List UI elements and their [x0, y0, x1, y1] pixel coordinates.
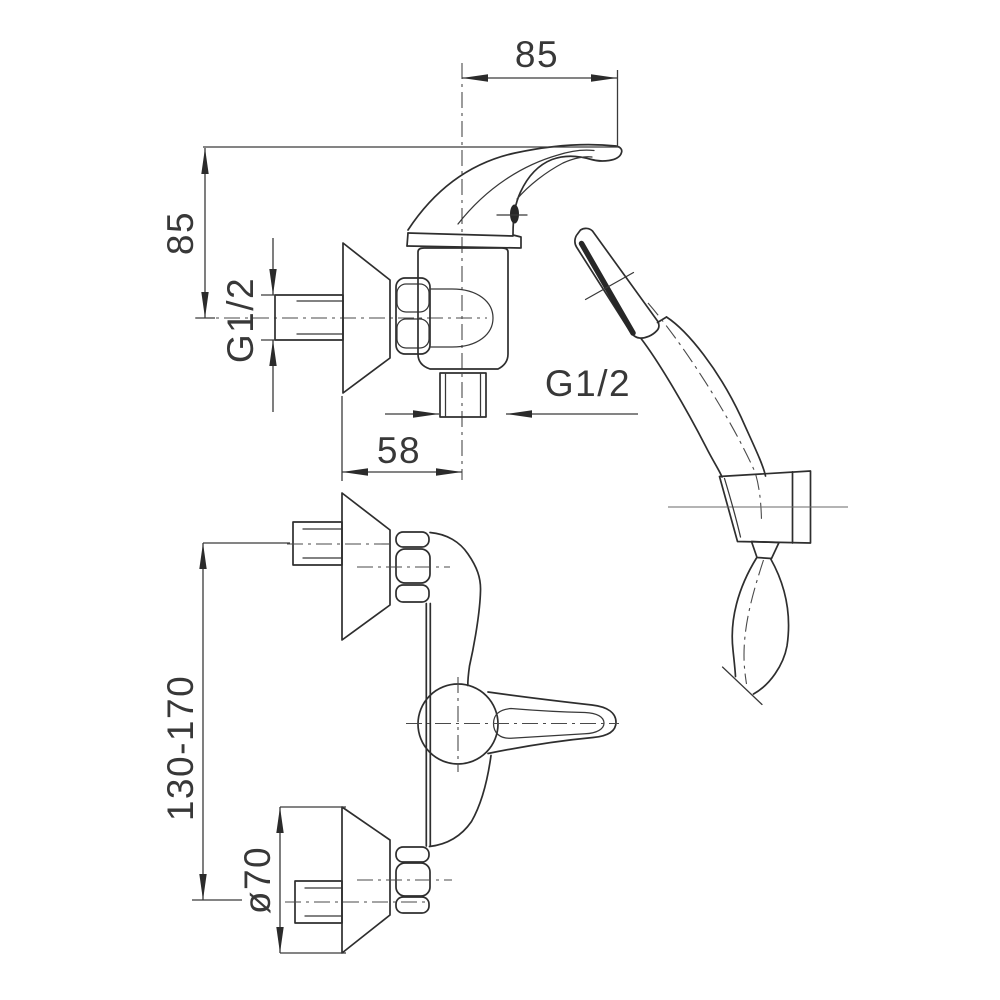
side-view-mixer [274, 143, 623, 418]
dim-label-inlet-spacing: 130-170 [160, 675, 201, 821]
dim-label-inlet-thread: G1/2 [220, 277, 261, 363]
dimension-inlet-spacing: 130-170 [160, 542, 290, 901]
dimension-top-reach: 85 [203, 34, 620, 148]
dimension-inlet-thread: G1/2 [220, 238, 279, 412]
set-screw-detail [510, 204, 519, 224]
dimension-left-height: 85 [160, 148, 215, 319]
shower-face-edge [578, 240, 636, 336]
arrowhead [199, 874, 207, 900]
lever-handle-plan [406, 677, 619, 772]
escutcheon-side [342, 242, 391, 394]
arrowhead [199, 543, 207, 569]
dim-label-left-height: 85 [160, 211, 201, 255]
center-lines-plan-view [285, 543, 452, 903]
hose-break-mark [721, 666, 763, 706]
arrowhead [269, 269, 277, 295]
mixer-body-plan [425, 531, 492, 848]
connection-boss [429, 288, 494, 348]
handle-base-rim [406, 232, 521, 249]
arrowhead [436, 468, 462, 476]
shower-outlet [439, 372, 487, 418]
shower-holder [668, 470, 848, 560]
dim-label-escutcheon-diameter: ø70 [237, 846, 278, 914]
arrowhead [506, 410, 532, 418]
plan-view-mixer [285, 492, 619, 954]
arrowhead [413, 410, 439, 418]
shower-head [574, 227, 660, 339]
dim-label-outlet-thread: G1/2 [545, 363, 631, 404]
dim-label-top-reach: 85 [515, 34, 559, 75]
lever-handle-side [407, 143, 623, 249]
arrowhead [269, 340, 277, 366]
center-lines-side-view [195, 63, 487, 480]
dimension-outlet-thread: G1/2 [385, 363, 638, 418]
union-nut-side [395, 277, 431, 355]
dimension-wall-offset: 58 [341, 396, 462, 481]
dim-label-wall-offset: 58 [377, 430, 421, 471]
arrowhead [201, 148, 209, 174]
shower-grip [665, 316, 767, 477]
head-center-tick [584, 271, 635, 301]
shower-hose [721, 557, 790, 706]
arrowhead [591, 74, 617, 82]
arrowhead [462, 74, 488, 82]
hand-shower [574, 227, 848, 706]
arrowhead [276, 927, 284, 953]
lower-union [294, 806, 431, 954]
arrowhead [342, 468, 368, 476]
grip-center-line [647, 302, 763, 521]
arrowhead [201, 292, 209, 318]
upper-union [292, 492, 431, 641]
arrowhead [276, 807, 284, 833]
dimension-escutcheon-diameter: ø70 [237, 806, 346, 954]
mixer-body-side [417, 247, 509, 370]
